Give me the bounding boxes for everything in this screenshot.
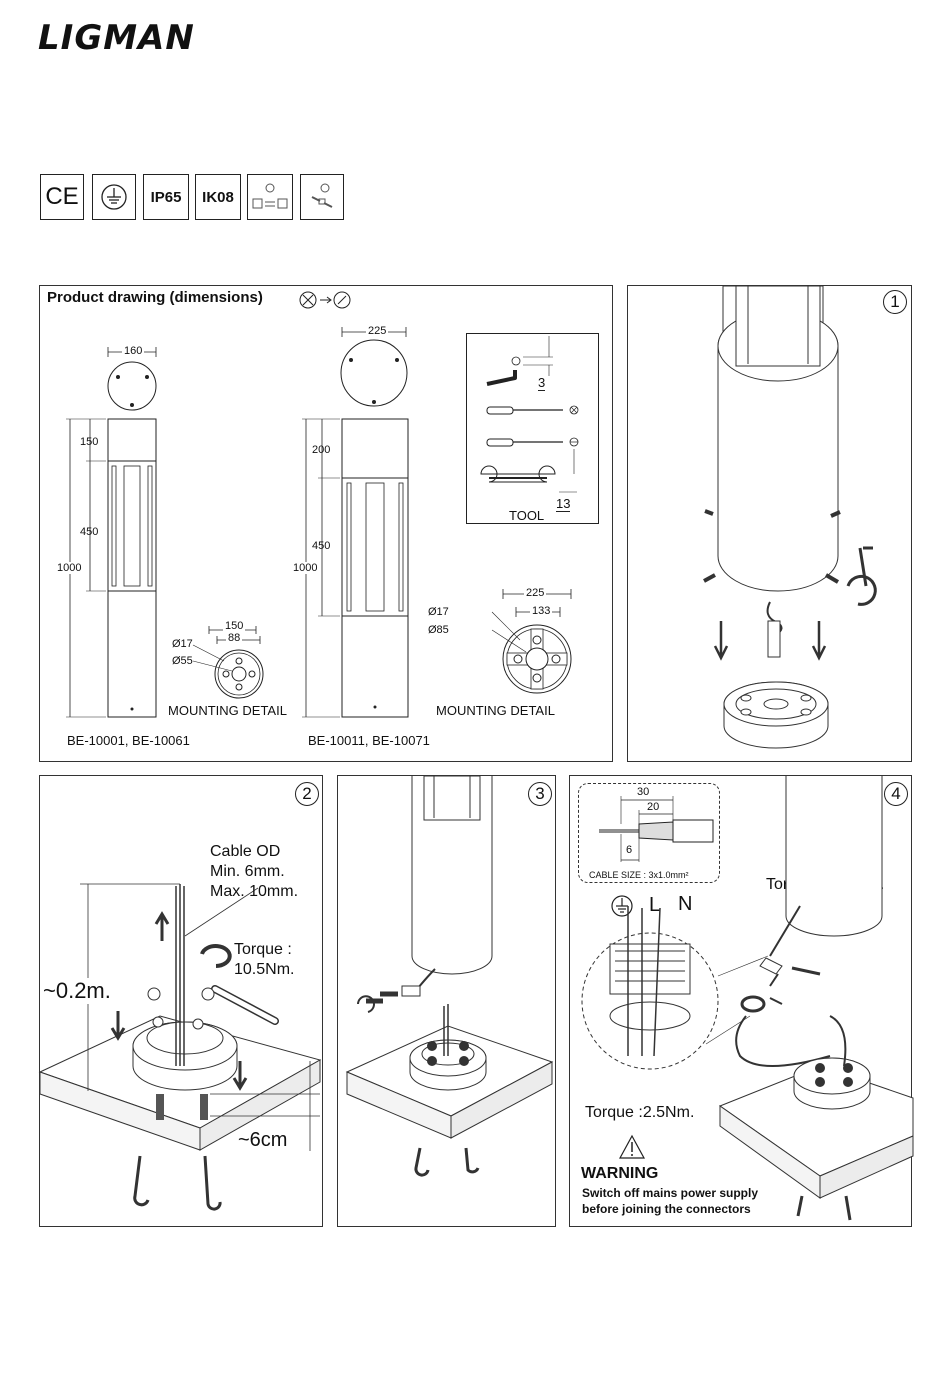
- small-mount-w2: 88: [226, 632, 243, 644]
- tool-box: 3 13 TOOL: [466, 333, 599, 524]
- lamp-swap-icon: [247, 174, 293, 220]
- strip-20: 20: [647, 801, 660, 813]
- small-mount-w1: 150: [223, 620, 246, 632]
- large-top-width: 225: [366, 325, 389, 337]
- step-2-panel: 2 Cable OD Min. 6mm. Max. 10mm.: [38, 775, 323, 1227]
- small-top-width: 160: [122, 345, 145, 357]
- strip-6: 6: [626, 844, 633, 856]
- product-drawing-panel: Product drawing (dimensions): [39, 285, 613, 762]
- small-models: BE-10001, BE-10061: [67, 733, 190, 748]
- step-number-4: 4: [884, 782, 908, 806]
- step-2-illustration: [38, 883, 322, 1211]
- step-number-2: 2: [295, 782, 319, 806]
- small-d-center: Ø55: [172, 655, 193, 667]
- large-mount-label: MOUNTING DETAIL: [436, 703, 555, 718]
- large-h-total: 1000: [293, 562, 318, 574]
- small-h-top: 150: [80, 436, 99, 448]
- screwdriver-open-icon: [299, 291, 351, 309]
- step-3-illustration: [345, 775, 554, 1177]
- small-mount-label: MOUNTING DETAIL: [168, 703, 287, 718]
- torque-bottom: Torque :2.5Nm.: [585, 1104, 695, 1121]
- brand-logo: LIGMAN: [38, 18, 195, 58]
- small-h-mid: 450: [80, 526, 99, 538]
- ce-mark-badge: CE: [40, 174, 84, 220]
- small-h-total: 1000: [57, 562, 82, 574]
- panel-title: Product drawing (dimensions): [47, 289, 263, 306]
- large-model-drawing: [302, 327, 572, 718]
- step-4-illustration: [581, 776, 914, 1221]
- warning-line-1: Switch off mains power supply: [582, 1186, 759, 1200]
- warning-line-2: before joining the connectors: [582, 1202, 751, 1216]
- large-mount-w1: 225: [524, 587, 547, 599]
- large-h-top: 200: [312, 444, 331, 456]
- earth-ground-icon: [92, 174, 136, 220]
- neutral-label: N: [678, 893, 693, 915]
- cable-od-text: Cable OD Min. 6mm. Max. 10mm.: [210, 842, 298, 902]
- step2-depth: ~6cm: [238, 1129, 288, 1152]
- large-h-mid: 450: [312, 540, 331, 552]
- cable-strip-box: 30 20 6 CABLE SIZE : 3x1.0mm²: [578, 783, 720, 883]
- tool-label: TOOL: [509, 508, 545, 523]
- cable-od-min: Min. 6mm.: [210, 863, 285, 880]
- step-1-illustration: [703, 285, 877, 749]
- step-4-panel: 4 30 20 6 CABLE SIZE : 3x1.0mm² L N Torq…: [569, 775, 914, 1227]
- ik08-badge: IK08: [195, 174, 241, 220]
- tool-wrench-size: 13: [556, 496, 571, 512]
- large-mount-w2: 133: [530, 605, 553, 617]
- live-label: L: [649, 894, 661, 916]
- step-number-1: 1: [883, 290, 907, 314]
- warning-title: WARNING: [581, 1165, 659, 1182]
- strip-30: 30: [637, 786, 650, 798]
- tool-allen-size: 3: [538, 375, 546, 391]
- cable-od-title: Cable OD: [210, 843, 281, 860]
- step2-torque: Torque : 10.5Nm.: [234, 940, 294, 980]
- step-number-3: 3: [528, 782, 552, 806]
- small-d-hole: Ø17: [172, 638, 193, 650]
- step2-torque-value: 10.5Nm.: [234, 961, 295, 978]
- small-model-drawing: [66, 347, 264, 718]
- large-models: BE-10011, BE-10071: [308, 733, 430, 748]
- cable-strip-drawing: [599, 796, 714, 862]
- tool-drawings: [480, 336, 579, 493]
- step-3-panel: 3: [337, 775, 556, 1227]
- step2-torque-title: Torque :: [234, 941, 292, 958]
- step-1-panel: 1: [627, 285, 912, 762]
- large-d-center: Ø85: [428, 624, 449, 636]
- connector-icon: [300, 174, 344, 220]
- large-d-hole: Ø17: [428, 606, 449, 618]
- earth-symbol-icon: [611, 895, 633, 917]
- ip65-badge: IP65: [143, 174, 189, 220]
- cable-od-max: Max. 10mm.: [210, 883, 299, 900]
- cable-size: CABLE SIZE : 3x1.0mm²: [589, 870, 689, 880]
- step2-height: ~0.2m.: [43, 978, 111, 1004]
